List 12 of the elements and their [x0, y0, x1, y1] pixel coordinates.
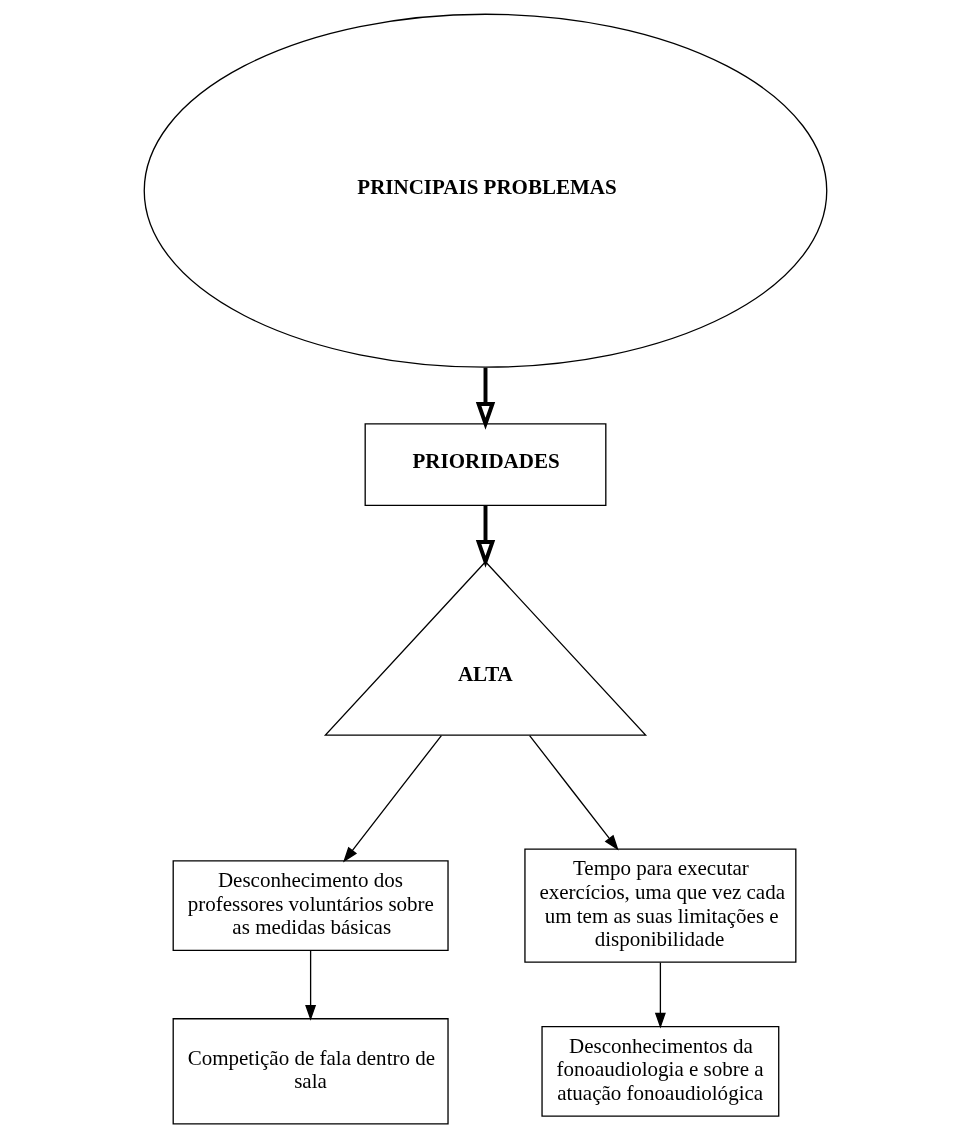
arrow: [654, 962, 666, 1029]
node-box: Competição de fala dentro de sala: [172, 1018, 449, 1125]
arrow: [475, 505, 495, 568]
arrow: [528, 734, 619, 851]
arrow: [475, 367, 495, 430]
arrow: [342, 734, 442, 863]
node-box: PRIORIDADES: [364, 423, 606, 507]
node-box: Desconhecimento dos professores voluntários sobre as medidas básicas: [172, 860, 449, 952]
arrow: [304, 950, 316, 1021]
node-ellipse: PRINCIPAIS PROBLEMAS: [143, 13, 827, 368]
node-box: Desconhecimentos da fonoaudiologia e sobre a atuação fonoaudiológica: [540, 1026, 779, 1117]
node-box: Tempo para executar exercícios, uma que vez cada um tem as suas limitações e disponibilidade: [523, 848, 796, 963]
